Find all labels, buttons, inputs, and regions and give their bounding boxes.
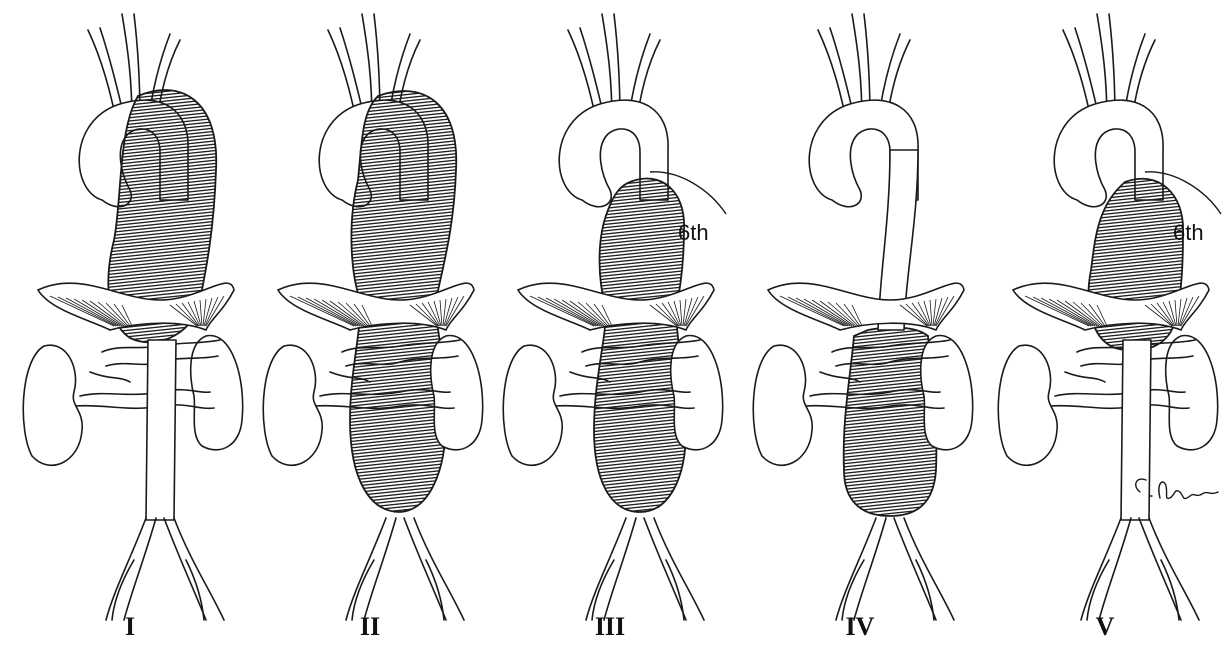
aorta-illustration	[10, 0, 250, 640]
left-kidney	[23, 345, 82, 465]
right-kidney	[671, 336, 723, 450]
type-numeral: IV	[740, 612, 980, 642]
aorta-illustration	[985, 0, 1225, 640]
iliac-arteries	[346, 518, 464, 620]
iliac-arteries	[106, 518, 224, 620]
aorta-illustration	[250, 0, 490, 640]
infrarenal-aorta	[146, 340, 176, 520]
iliac-arteries	[1081, 518, 1199, 620]
right-kidney	[921, 336, 973, 450]
rib-label: 6th	[678, 220, 709, 246]
type-numeral: III	[490, 612, 730, 642]
aorta-illustration	[490, 0, 730, 640]
iliac-arteries	[836, 518, 954, 620]
right-kidney	[1166, 336, 1218, 450]
aorta-illustration	[740, 0, 980, 640]
left-kidney	[753, 345, 812, 465]
left-kidney	[998, 345, 1057, 465]
artist-signature	[1130, 472, 1222, 512]
left-kidney	[503, 345, 562, 465]
rib-label: 6th	[1173, 220, 1204, 246]
type-numeral: V	[985, 612, 1225, 642]
left-kidney	[263, 345, 322, 465]
type-numeral: I	[10, 612, 250, 642]
iliac-arteries	[586, 518, 704, 620]
right-kidney	[431, 336, 483, 450]
panel-type-2: II	[250, 0, 490, 656]
panel-type-4: IV	[740, 0, 980, 656]
panel-type-1: I	[10, 0, 250, 656]
right-kidney	[191, 336, 243, 450]
type-numeral: II	[250, 612, 490, 642]
